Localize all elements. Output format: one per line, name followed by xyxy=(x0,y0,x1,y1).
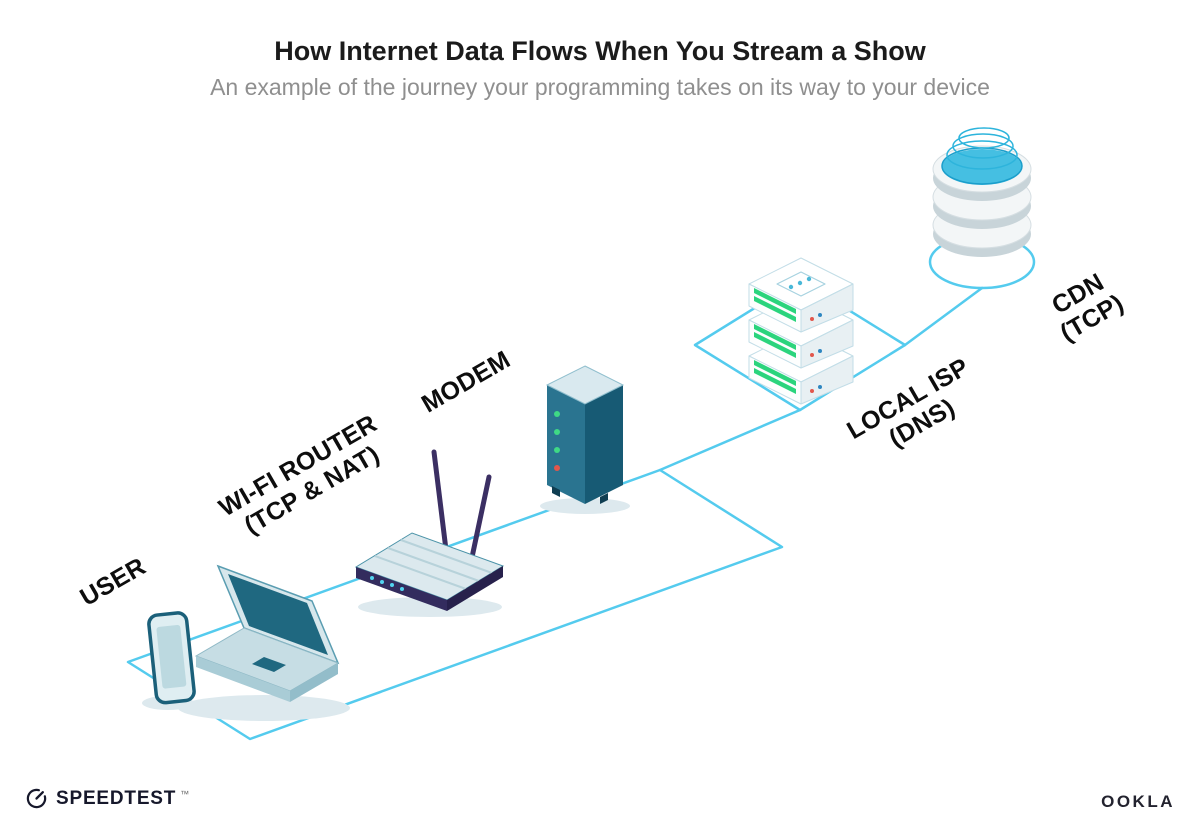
speedtest-wordmark: SPEEDTEST xyxy=(56,787,177,809)
trademark-symbol: ™ xyxy=(180,789,190,799)
wifi-router-illustration xyxy=(354,449,505,611)
device-shadows xyxy=(142,498,630,721)
user-phone-illustration xyxy=(147,611,196,705)
speedtest-logo: SPEEDTEST ™ xyxy=(25,787,189,810)
speedtest-gauge-icon xyxy=(26,788,47,809)
user-laptop-illustration xyxy=(194,564,340,702)
modem-illustration xyxy=(545,365,625,504)
ookla-logo: OOKLA xyxy=(1101,792,1175,811)
cdn-database-illustration xyxy=(932,127,1032,257)
page-title: How Internet Data Flows When You Stream … xyxy=(274,36,926,66)
header: How Internet Data Flows When You Stream … xyxy=(0,36,1200,101)
page-subtitle: An example of the journey your programmi… xyxy=(210,74,990,100)
isp-server-illustration xyxy=(748,257,854,405)
